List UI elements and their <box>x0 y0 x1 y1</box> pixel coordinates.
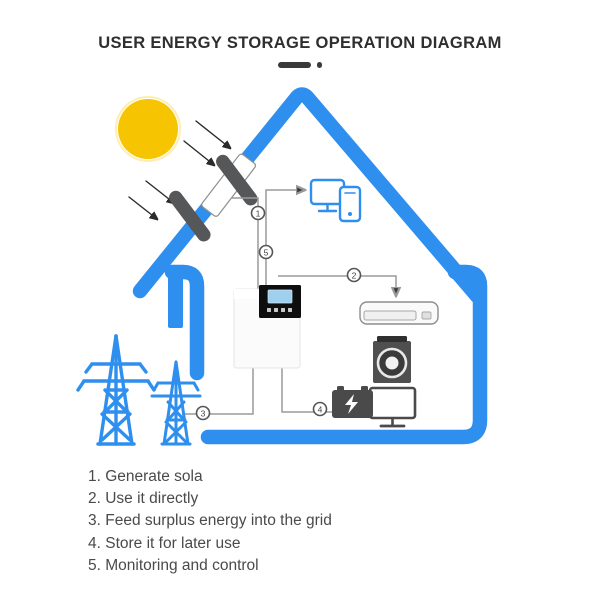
legend-item-4: 4. Store it for later use <box>88 534 241 552</box>
step-badges: 1 5 2 3 4 <box>195 205 362 421</box>
monitor-and-phone <box>309 178 362 223</box>
left-wall <box>164 264 205 381</box>
battery <box>332 386 373 418</box>
transmission-tower-large <box>76 334 156 446</box>
grid-feed-bar <box>168 272 183 328</box>
legend-item-3: 3. Feed surplus energy into the grid <box>88 512 332 530</box>
solar-panels <box>169 153 258 242</box>
panel-mount-frame <box>201 153 257 217</box>
washer-top-panel <box>377 336 407 342</box>
decoration-dot <box>316 62 323 68</box>
inverter-buttons <box>267 308 292 312</box>
washer-door-glass <box>385 356 399 370</box>
wire-inverter-to-appliances <box>278 275 396 296</box>
badge-3-label: 3 <box>201 409 206 419</box>
badge-5-label: 5 <box>264 248 269 258</box>
wire-panel-to-inverter <box>232 197 259 292</box>
phone-home-button <box>348 212 352 216</box>
sun <box>115 96 181 162</box>
transmission-tower-small <box>150 272 202 446</box>
sun-ray-1 <box>195 120 230 148</box>
solar-panel-lower <box>169 190 211 242</box>
air-conditioner <box>359 301 439 325</box>
badge-4-label: 4 <box>318 405 323 415</box>
badge-2-label: 2 <box>352 271 357 281</box>
legend-list: 1. Generate sola 2. Use it directly 3. F… <box>88 466 518 577</box>
legend-item-2: 2. Use it directly <box>88 490 199 508</box>
tv-screen <box>368 386 417 420</box>
phone-body <box>338 185 362 223</box>
right-wall-and-floor <box>200 264 488 445</box>
washing-machine <box>373 336 411 383</box>
ac-display <box>421 311 432 320</box>
badge-1: 1 <box>250 205 266 221</box>
sun-ray-2 <box>183 140 214 165</box>
inverter-lcd-screen <box>267 289 293 304</box>
decoration-bar <box>277 62 311 68</box>
badge-2: 2 <box>346 267 362 283</box>
legend-item-1: 1. Generate sola <box>88 468 203 485</box>
legend-item-5: 5. Monitoring and control <box>88 556 259 574</box>
television <box>368 386 417 428</box>
roof <box>132 87 485 304</box>
sun-ray-4 <box>128 196 157 219</box>
solar-panel-upper <box>216 154 258 206</box>
battery-bolt-icon <box>345 394 358 414</box>
house-outline <box>132 87 488 445</box>
badge-5: 5 <box>258 244 274 260</box>
ac-vent <box>363 310 417 321</box>
battery-terminal-left <box>337 386 344 391</box>
badge-4: 4 <box>312 401 328 417</box>
inverter <box>233 285 301 369</box>
badge-1-label: 1 <box>256 209 261 219</box>
badge-3: 3 <box>195 405 211 421</box>
battery-terminal-right <box>361 386 368 391</box>
title-decoration <box>0 62 600 68</box>
page-title: USER ENERGY STORAGE OPERATION DIAGRAM <box>98 34 502 52</box>
